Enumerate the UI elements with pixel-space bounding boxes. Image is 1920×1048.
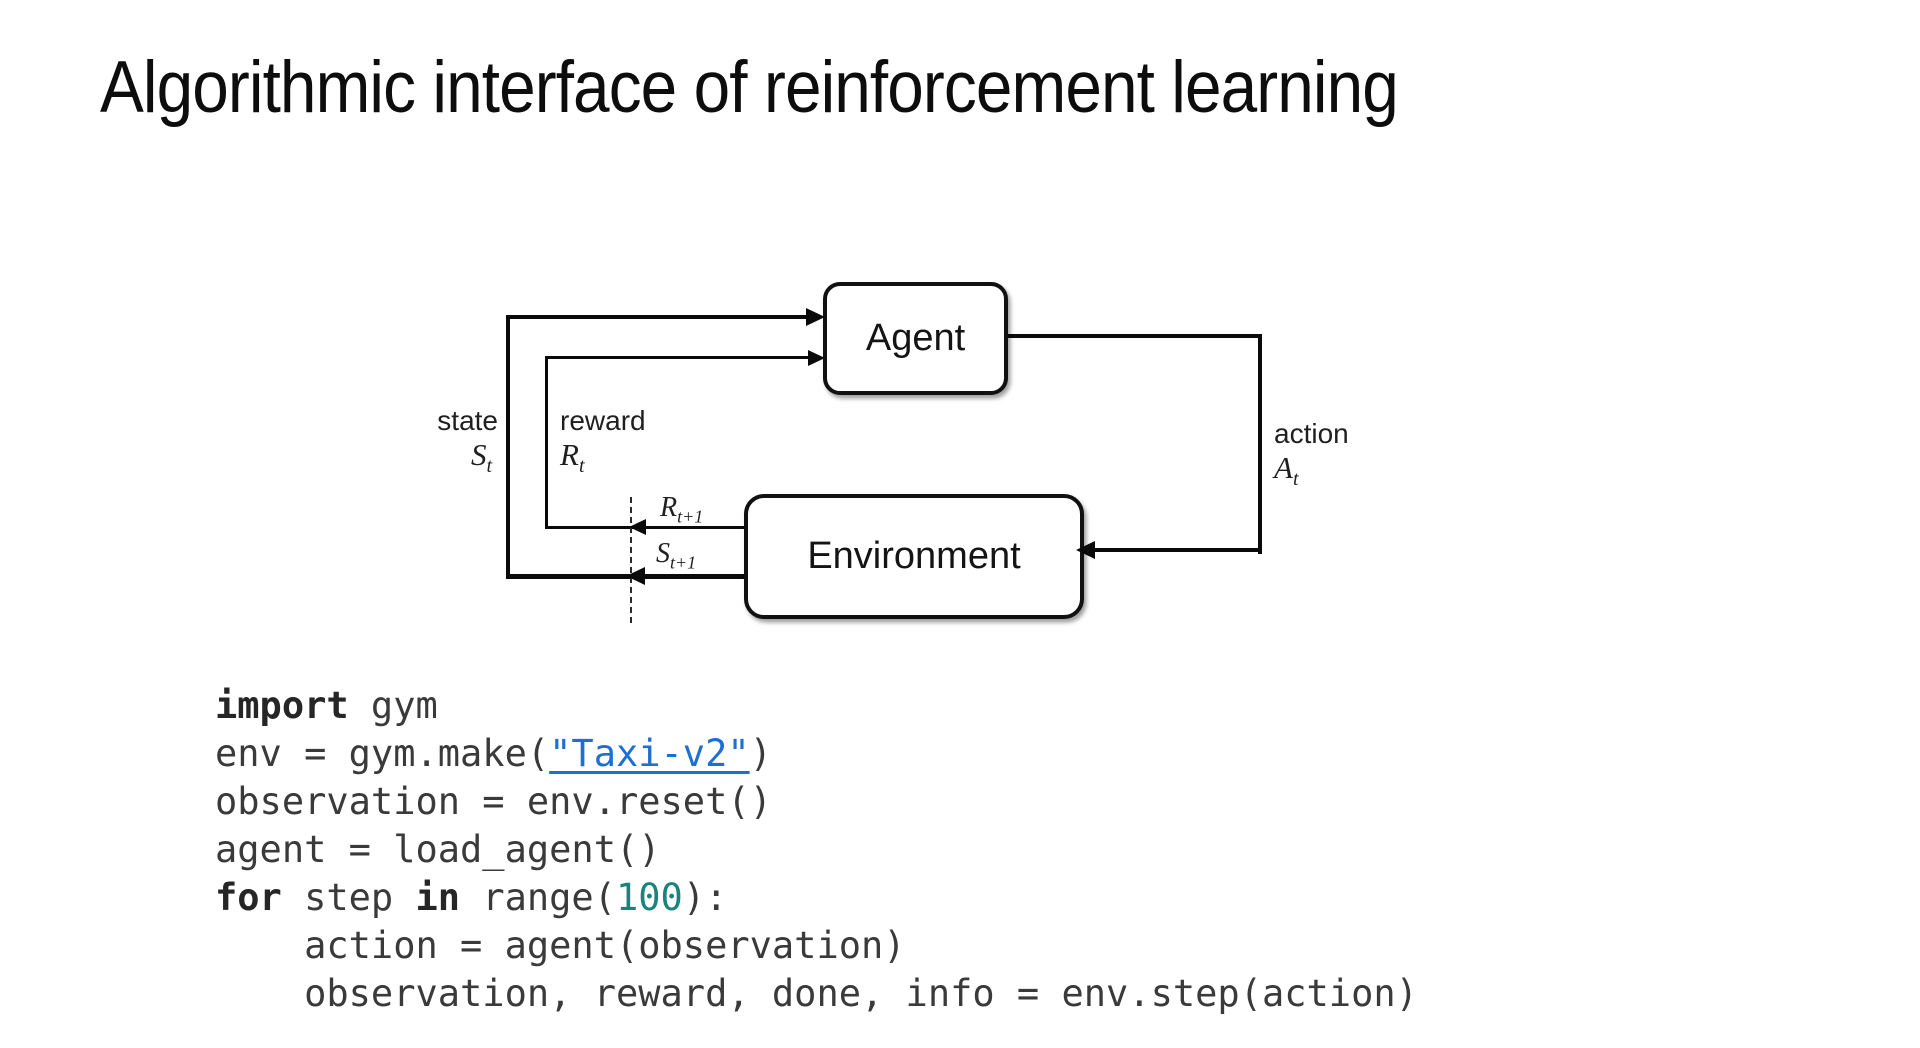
next-state-line	[506, 574, 745, 579]
code-token: agent = load_agent()	[215, 828, 661, 871]
code-line: env = gym.make("Taxi-v2")	[215, 730, 1418, 778]
reward-symbol: Rt	[560, 437, 585, 478]
state-arrow-line	[506, 315, 808, 319]
code-token: gym	[348, 684, 438, 727]
next-state-symbol: St+1	[656, 538, 697, 573]
code-token: ):	[682, 876, 728, 919]
code-line: for step in range(100):	[215, 874, 1418, 922]
reward-edge-label: reward Rt	[560, 405, 680, 478]
timestep-boundary-dashed-line	[630, 497, 632, 623]
code-line: action = agent(observation)	[215, 922, 1418, 970]
code-token: import	[215, 684, 349, 727]
code-line: observation = env.reset()	[215, 778, 1418, 826]
code-token: action = agent(observation)	[215, 924, 906, 967]
action-label-text: action	[1274, 418, 1349, 449]
state-symbol: St	[470, 437, 492, 478]
next-reward-arrowhead-icon	[629, 519, 646, 535]
environment-box-label: Environment	[807, 535, 1021, 577]
next-state-arrowhead-icon	[626, 567, 645, 585]
code-line: import gym	[215, 682, 1418, 730]
next-reward-symbol: Rt+1	[660, 492, 704, 527]
code-line: observation, reward, done, info = env.st…	[215, 970, 1418, 1018]
code-line: agent = load_agent()	[215, 826, 1418, 874]
code-token: )	[749, 732, 772, 775]
state-loop-vertical-line	[506, 315, 510, 579]
code-token: in	[415, 876, 461, 919]
environment-box: Environment	[744, 494, 1084, 619]
agent-box: Agent	[823, 282, 1008, 395]
action-horizontal-top-line	[996, 334, 1262, 338]
action-symbol: At	[1274, 450, 1299, 491]
agent-box-label: Agent	[865, 317, 966, 359]
action-vertical-line	[1258, 334, 1262, 554]
code-link-taxi-v2[interactable]: "Taxi-v2"	[549, 732, 750, 775]
code-token: range(	[460, 876, 616, 919]
reward-label-text: reward	[560, 405, 646, 436]
code-token: for	[215, 876, 282, 919]
action-horizontal-bottom-line	[1090, 548, 1262, 552]
reward-arrow-line	[545, 356, 808, 359]
code-token: 100	[615, 876, 683, 919]
action-edge-label: action At	[1274, 418, 1394, 491]
code-token: observation = env.reset()	[215, 780, 772, 823]
action-arrowhead-into-environment-icon	[1076, 541, 1095, 559]
reward-loop-vertical-line	[545, 356, 548, 529]
slide-title: Algorithmic interface of reinforcement l…	[100, 47, 1399, 128]
code-token: observation, reward, done, info = env.st…	[215, 972, 1418, 1015]
reward-arrowhead-into-agent-icon	[808, 350, 825, 366]
state-arrowhead-into-agent-icon	[806, 308, 825, 326]
code-token: env = gym.make(	[215, 732, 550, 775]
code-token: step	[281, 876, 416, 919]
state-label-text: state	[437, 405, 498, 436]
state-edge-label: state St	[408, 405, 498, 478]
